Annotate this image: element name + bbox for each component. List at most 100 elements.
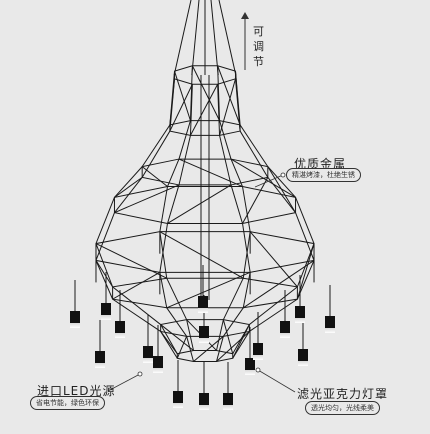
pendant-lamp-glow [295,318,305,323]
frame-brace [217,65,241,126]
frame-strut [114,177,143,213]
frame-strut [242,231,251,279]
pendant-lamp-body [198,296,208,308]
frame-strut [167,158,180,187]
frame-brace [232,324,250,359]
frame-strut [230,184,243,224]
frame-brace [95,260,114,288]
pendant-lamp-body [223,393,233,405]
frame-brace [267,166,296,213]
pendant-lamp-body [143,346,153,358]
suspension-cable [218,0,237,76]
frame-strut [167,184,180,224]
frame-brace [169,84,193,132]
frame-ring [113,186,297,224]
frame-strut [186,336,195,362]
acrylic-shade-leader [257,369,296,393]
frame-strut [95,260,114,300]
frame-brace [191,65,220,121]
frame-strut [219,135,232,186]
pendant-lamp-glow [245,370,255,375]
frame-brace [242,260,315,309]
frame-brace [95,243,167,279]
pendant-lamp-body [199,326,209,338]
pendant-lamp-glow [199,338,209,343]
quality-metal-subtitle: 精湛烤漆，杜绝生锈 [286,168,361,182]
acrylic-shade-title: 滤光亚克力灯罩 [297,387,389,401]
quality-metal-title: 优质金属 [294,157,347,171]
frame-brace [159,231,244,279]
frame-brace [160,324,194,351]
frame-strut [242,186,251,232]
frame-brace [166,271,251,309]
frame-strut [186,319,195,351]
frame-strut [249,286,298,325]
pendant-lamp-body [70,311,80,323]
frame-strut [239,130,269,178]
pendant-lamp-glow [298,361,308,366]
led-source-leader [107,373,141,392]
frame-strut [242,223,251,273]
frame-strut [166,278,188,320]
suspension-cable [173,0,192,76]
frame-brace [174,71,191,121]
up-arrow-icon [241,12,249,70]
frame-strut [295,197,315,244]
frame-brace [219,78,236,136]
frame-strut [230,158,243,187]
frame-strut [219,120,232,160]
frame-strut [267,166,296,198]
pendant-lamp-body [253,343,263,355]
pendant-lamp-body [325,316,335,328]
led-source-subtitle: 省电节能，绿色环保 [30,396,105,410]
frame-strut [159,231,168,279]
frame-strut [222,278,244,320]
quality-metal-leader-dot [280,172,286,178]
pendant-lamp-body [298,349,308,361]
frame-strut [232,331,250,359]
frame-strut [242,272,251,308]
frame-strut [112,298,161,332]
frame-strut [169,71,176,125]
pendant-lamp-body [173,391,183,403]
pendant-lamp-glow [153,368,163,373]
frame-strut [178,120,191,160]
pendant-lamp-glow [223,405,233,410]
led-source-title: 进口LED光源 [37,384,116,398]
frame-brace [141,166,168,187]
pendant-lamp-glow [95,363,105,368]
led-source-leader-dot [137,371,143,377]
frame-strut [112,286,161,325]
pendant-lamp-glow [143,358,153,363]
frame-strut [159,223,168,273]
suspension-cable [191,0,200,76]
frame-strut [166,307,188,337]
frame-brace [222,319,234,354]
frame-strut [141,124,171,167]
quality-metal-leader [254,174,284,188]
pendant-lamp-glow [253,355,263,360]
frame-brace [242,177,269,224]
frame-strut [249,298,298,332]
pendant-lamp-body [153,356,163,368]
frame-strut [215,336,224,362]
frame-brace [234,71,241,132]
pendant-lamp-glow [325,328,335,333]
pendant-lamp-glow [173,403,183,408]
frame-strut [159,186,168,232]
frame-strut [189,84,193,136]
frame-strut [114,166,143,198]
frame-brace [160,331,178,355]
frame-strut [95,197,115,244]
frame-brace [114,184,180,214]
acrylic-shade-subtitle: 透光均匀，光线柔美 [305,401,380,415]
frame-brace [176,336,188,359]
frame-brace [178,158,243,187]
pendant-lamp-glow [115,333,125,338]
pendant-lamp-glow [280,333,290,338]
pendant-lamp-body [95,351,105,363]
pendant-lamp-glow [198,308,208,313]
frame-strut [239,124,269,167]
